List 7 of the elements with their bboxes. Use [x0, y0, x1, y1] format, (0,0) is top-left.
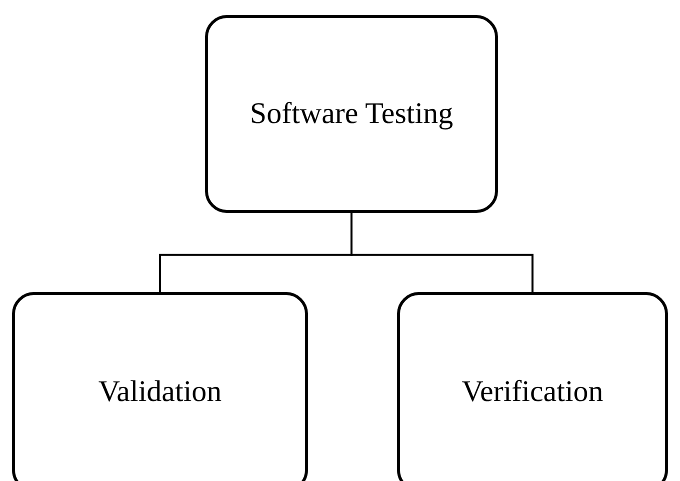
rounded-box: [397, 292, 668, 481]
rounded-box: [205, 15, 498, 213]
connector-line: [350, 213, 534, 292]
rounded-box: [12, 292, 308, 481]
box-label: Verification: [462, 374, 604, 410]
box-label: Validation: [98, 374, 222, 410]
box-label: Software Testing: [250, 96, 454, 132]
